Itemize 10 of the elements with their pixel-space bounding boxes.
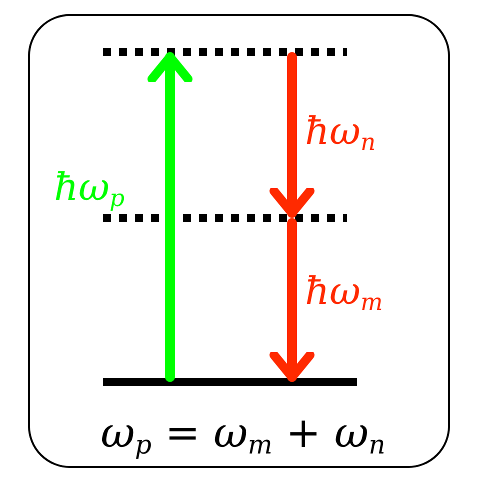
- solid-level-line: [103, 377, 357, 387]
- equation: ω$_{p}$ = ω$_{m}$ + ω$_{n}$: [100, 412, 386, 459]
- arrow: [270, 52, 314, 218]
- arrow: [270, 218, 314, 382]
- edge-label: ħω$_{p}$: [54, 168, 125, 210]
- edge-label: ħω$_{m}$: [305, 272, 383, 314]
- edge-label: ħω$_{n}$: [305, 112, 376, 154]
- dotted-level-line: [103, 47, 347, 57]
- arrow: [148, 52, 192, 382]
- dotted-level-line: [103, 213, 347, 223]
